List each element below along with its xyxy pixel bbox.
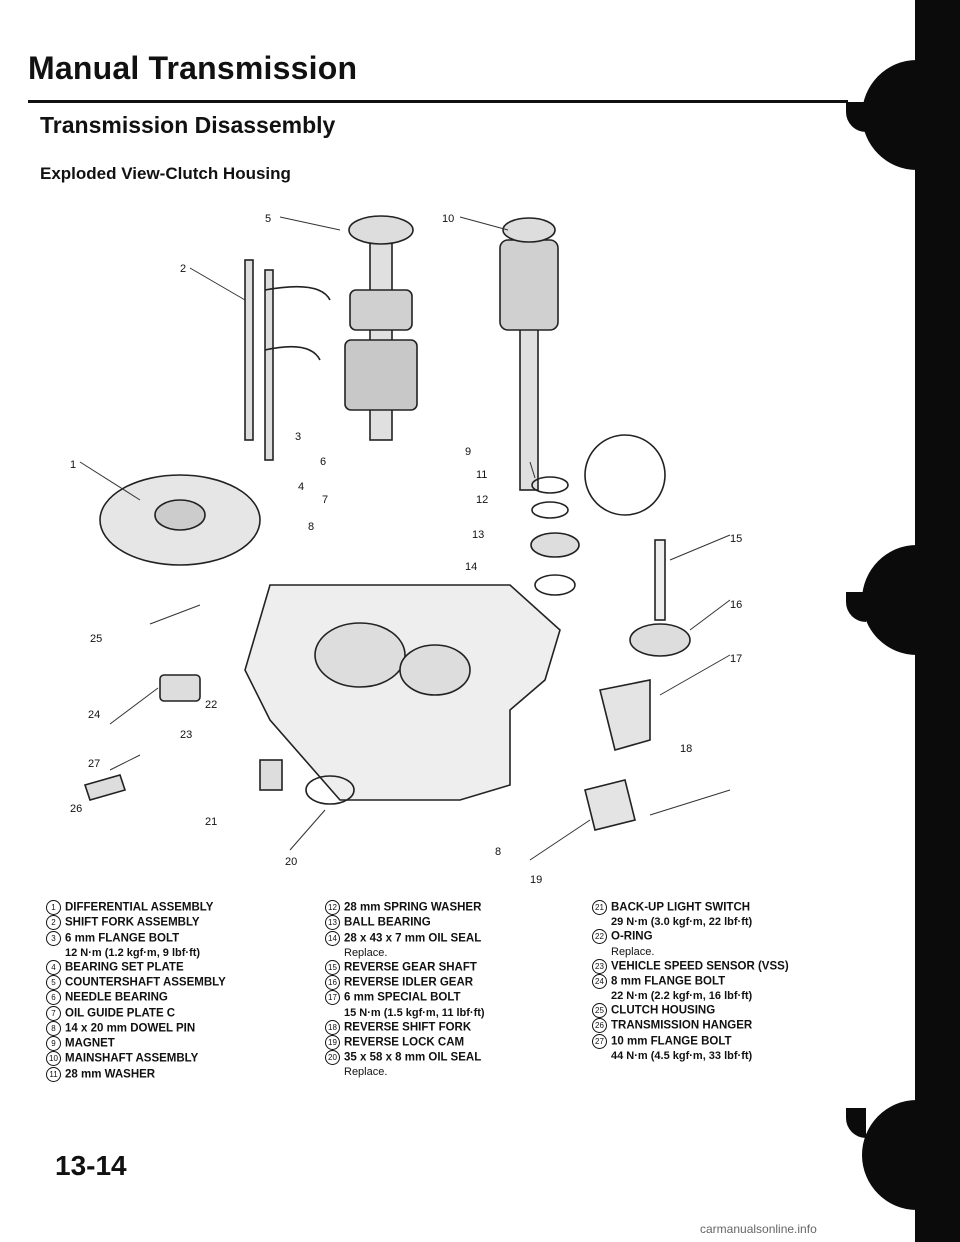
callout-label: 14 [465, 561, 477, 573]
callout-label: 21 [205, 816, 217, 828]
callout-label: 12 [476, 494, 488, 506]
page-number: 13-14 [55, 1150, 127, 1181]
binder-tab [862, 545, 952, 655]
binder-tab [862, 1100, 952, 1210]
callout-label: 23 [180, 729, 192, 741]
oil-seal-35-drawing [305, 775, 355, 805]
callout-label: 18 [680, 743, 692, 755]
callout-label: 17 [730, 653, 742, 665]
callout-label: 6 [320, 456, 326, 468]
exploded-view-diagram: 5 10 2 1 3 4 6 7 8 9 11 12 13 14 15 16 1… [70, 213, 742, 886]
clutch-housing-drawing [244, 584, 561, 801]
binder-notch [846, 102, 866, 132]
mainshaft-top [502, 217, 556, 243]
callout-label: 25 [90, 633, 102, 645]
section-title: Transmission Disassembly [40, 112, 336, 138]
callout-label: 8 [495, 846, 501, 858]
reverse-idler-gear-drawing [629, 623, 691, 657]
header-rule [28, 100, 848, 103]
callout-label: 1 [70, 459, 76, 471]
callout-label: 5 [265, 213, 271, 225]
callout-label: 7 [322, 494, 328, 506]
watermark: carmanualsonline.info [700, 1222, 817, 1236]
callout-label: 24 [88, 709, 100, 721]
binder-notch [846, 1108, 866, 1138]
callout-label: 11 [476, 469, 487, 481]
reverse-gear-shaft-drawing [654, 539, 666, 621]
reverse-lock-cam-drawing [584, 779, 636, 831]
countershaft-gear [344, 339, 418, 411]
detail-inset-circle [584, 434, 666, 516]
binder-tab [862, 60, 952, 170]
callout-label: 4 [298, 481, 304, 493]
spring-washer-drawing [531, 501, 569, 519]
transmission-hanger-drawing [83, 774, 127, 801]
washer-drawing [531, 476, 569, 494]
callout-label: 26 [70, 803, 82, 815]
shift-rod [244, 259, 254, 441]
countershaft-top-gear [348, 215, 414, 245]
back-up-light-switch-drawing [259, 759, 283, 791]
section-subtitle: Exploded View-Clutch Housing [40, 164, 291, 183]
callout-label: 8 [308, 521, 314, 533]
callout-label: 19 [530, 874, 542, 886]
vehicle-speed-sensor-drawing [159, 674, 201, 702]
shift-fork-drawing [264, 345, 321, 361]
callout-label: 9 [465, 446, 471, 458]
differential-hub [154, 499, 206, 531]
callout-label: 15 [730, 533, 742, 545]
callout-label: 27 [88, 758, 100, 770]
countershaft-gear [349, 289, 413, 331]
shift-fork-drawing [264, 285, 331, 301]
mainshaft-gear [499, 239, 559, 331]
binder-notch [846, 592, 866, 622]
diagram-callouts: 5 10 2 1 3 4 6 7 8 9 11 12 13 14 15 16 1… [70, 213, 742, 886]
housing-bore [399, 644, 471, 696]
callout-label: 10 [442, 213, 454, 225]
ball-bearing-drawing [530, 532, 580, 558]
housing-bore [314, 622, 406, 688]
callout-label: 16 [730, 599, 742, 611]
callout-label: 20 [285, 856, 297, 868]
callout-label: 3 [295, 431, 301, 443]
page-header-title: Manual Transmission [28, 50, 358, 86]
oil-seal-drawing [534, 574, 576, 596]
reverse-shift-fork-drawing [599, 679, 651, 751]
callout-label: 2 [180, 263, 186, 275]
callout-label: 22 [205, 699, 217, 711]
shift-rod [264, 269, 274, 461]
callout-label: 13 [472, 529, 484, 541]
